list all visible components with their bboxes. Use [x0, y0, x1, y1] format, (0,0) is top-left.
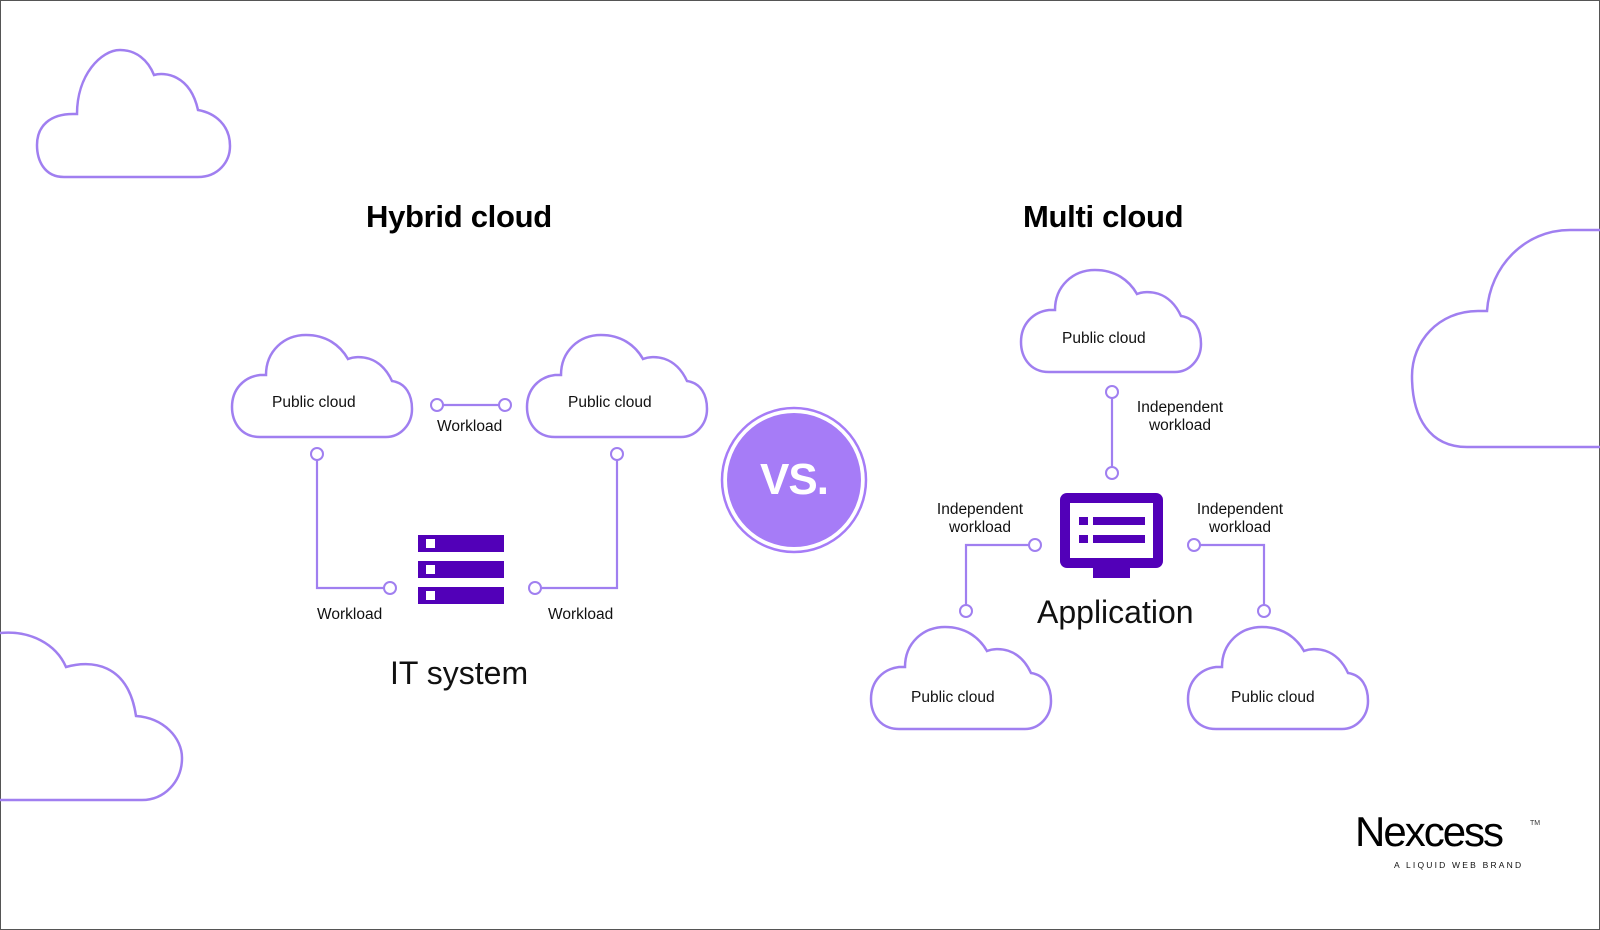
application-label: Application — [1037, 594, 1194, 630]
hybrid-cloud-title: Hybrid cloud — [366, 199, 552, 234]
multi-cloud-bottom-left-label: Public cloud — [911, 689, 995, 706]
vs-badge — [720, 406, 868, 554]
monitor-icon — [1060, 493, 1163, 578]
multi-cloud-bottom-right-label: Public cloud — [1231, 689, 1315, 706]
hybrid-cloud-right-icon — [525, 333, 709, 439]
label-line: Independent — [1136, 399, 1224, 416]
hybrid-cloud-left-label: Public cloud — [272, 394, 356, 411]
multi-workload-top-label: Independent workload — [1133, 399, 1227, 435]
connector-node-icon — [1105, 385, 1119, 399]
label-line: workload — [948, 519, 1012, 536]
brand-tagline: A LIQUID WEB BRAND — [1394, 860, 1524, 870]
connector-node-icon — [383, 581, 397, 595]
hybrid-cloud-left-icon — [230, 333, 414, 439]
label-line: Independent — [1196, 501, 1284, 518]
label-line: workload — [1148, 417, 1212, 434]
multi-cloud-bottom-left-icon — [869, 625, 1053, 731]
decor-cloud-right-icon — [1410, 228, 1600, 449]
connector-node-icon — [959, 604, 973, 618]
label-line: workload — [1208, 519, 1272, 536]
trademark-mark: TM — [1530, 820, 1541, 827]
decor-cloud-bottom-left-icon — [0, 631, 184, 802]
server-icon — [418, 535, 504, 604]
multi-workload-left-label: Independent workload — [933, 501, 1027, 537]
multi-cloud-title: Multi cloud — [1023, 199, 1184, 234]
connector-line-left — [315, 460, 384, 590]
connector-line-right — [1200, 543, 1266, 605]
multi-cloud-top-label: Public cloud — [1062, 330, 1146, 347]
nexcess-logo: Nexcess — [1355, 808, 1504, 855]
connector-node-icon — [1257, 604, 1271, 618]
multi-workload-right-label: Independent workload — [1193, 501, 1287, 537]
connector-node-icon — [498, 398, 512, 412]
vs-label: VS. — [760, 455, 829, 504]
connector-node-icon — [430, 398, 444, 412]
connector-node-icon — [1105, 466, 1119, 480]
connector-node-icon — [610, 447, 624, 461]
hybrid-workload-left-label: Workload — [317, 606, 383, 623]
decor-cloud-top-left-icon — [35, 48, 232, 179]
label-line: Independent — [936, 501, 1024, 518]
multi-connectors — [964, 398, 1266, 605]
it-system-label: IT system — [390, 655, 529, 691]
connector-node-icon — [310, 447, 324, 461]
connector-line-right — [541, 460, 619, 590]
hybrid-connectors — [315, 403, 619, 590]
connector-node-icon — [1187, 538, 1201, 552]
connector-node-icon — [1028, 538, 1042, 552]
hybrid-workload-top-label: Workload — [437, 418, 503, 435]
multi-cloud-top-icon — [1019, 268, 1203, 374]
connector-node-icon — [528, 581, 542, 595]
hybrid-workload-right-label: Workload — [548, 606, 614, 623]
hybrid-cloud-right-label: Public cloud — [568, 394, 652, 411]
multi-cloud-bottom-right-icon — [1186, 625, 1370, 731]
connector-line-left — [964, 543, 1029, 605]
